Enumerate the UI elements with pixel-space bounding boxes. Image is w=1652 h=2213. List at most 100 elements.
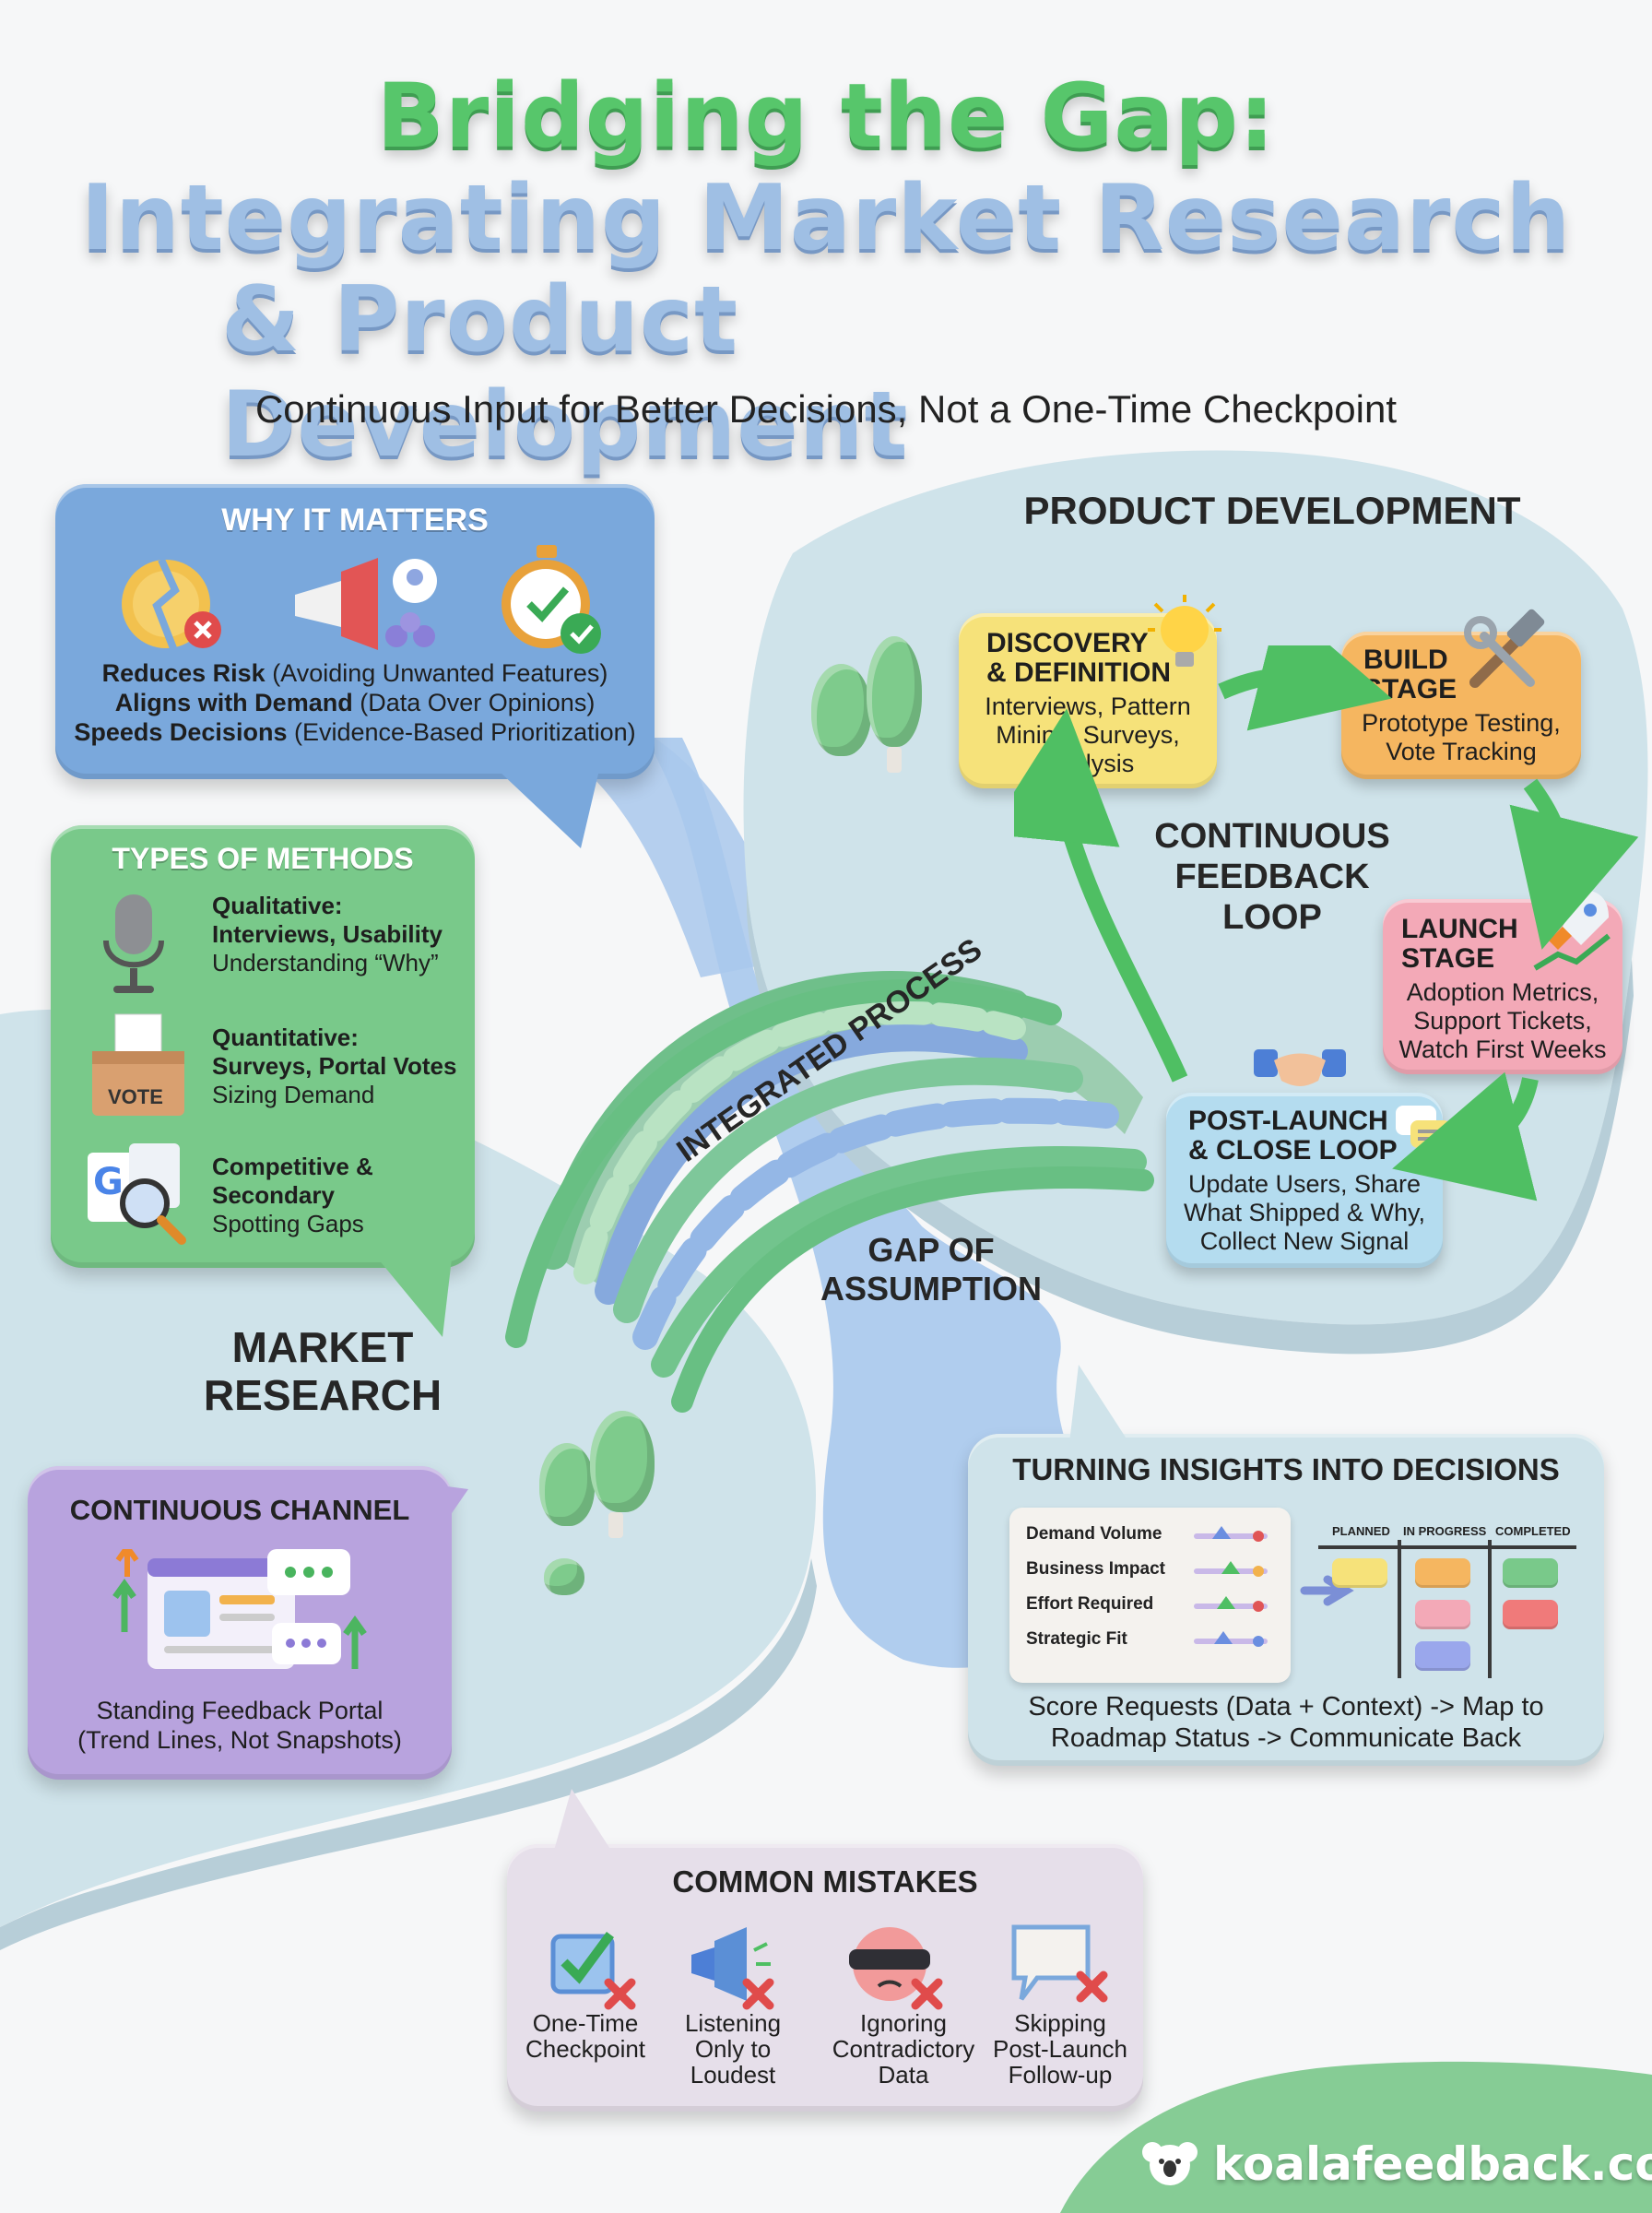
market-research-label: MARKET RESEARCH — [184, 1323, 461, 1419]
mistake-1-l1: One-Time — [532, 2009, 639, 2037]
why-item-1-rest: (Avoiding Unwanted Features) — [265, 659, 608, 687]
title-line-2: Integrating Market Research — [80, 166, 1572, 271]
continuous-channel-panel: CONTINUOUS CHANNEL Standing Feedback Por… — [28, 1466, 452, 1780]
feedback-loop-arrows — [1014, 645, 1639, 1201]
common-mistakes-panel: COMMON MISTAKES One-Time Checkpoint List… — [507, 1844, 1143, 2112]
why-item-3: Speeds Decisions (Evidence-Based Priorit… — [55, 718, 655, 747]
empty-bubble-x-icon — [1011, 1924, 1108, 2003]
insights-line-1: Score Requests (Data + Context) -> Map t… — [1028, 1692, 1544, 1722]
insights-line-2: Roadmap Status -> Communicate Back — [1050, 1723, 1522, 1753]
gap-line-1: GAP OF — [867, 1231, 995, 1269]
mistake-1-label: One-Time Checkpoint — [516, 2010, 655, 2062]
why-item-2-rest: (Data Over Opinions) — [352, 689, 596, 716]
criterion-strategic-fit: Strategic Fit — [1026, 1629, 1127, 1649]
discovery-title-2: & DEFINITION — [986, 657, 1171, 688]
mistakes-speech-tail — [553, 1789, 613, 1853]
mistake-2-l3: Loudest — [690, 2061, 776, 2089]
channel-line-2: (Trend Lines, Not Snapshots) — [77, 1726, 402, 1754]
market-research-line-2: RESEARCH — [203, 1371, 442, 1419]
criterion-demand-volume: Demand Volume — [1026, 1524, 1162, 1544]
launch-body-3: Watch First Weeks — [1398, 1035, 1607, 1063]
insights-heading: TURNING INSIGHTS INTO DECISIONS — [1012, 1452, 1560, 1486]
megaphone-x-icon — [691, 1927, 774, 2010]
search-documents-icon: G — [88, 1143, 186, 1245]
vote-badge: VOTE — [108, 1085, 163, 1108]
kanban-card — [1415, 1558, 1470, 1588]
checkbox-x-icon — [550, 1932, 636, 2010]
criterion-business-impact: Business Impact — [1026, 1559, 1165, 1579]
ballot-box-icon — [92, 1013, 184, 1116]
mistake-4-label: Skipping Post-Launch Follow-up — [986, 2010, 1134, 2088]
arrow-discovery-to-build — [1218, 645, 1392, 731]
method-3-title: Competitive & — [212, 1153, 373, 1180]
why-item-2: Aligns with Demand (Data Over Opinions) — [55, 689, 655, 717]
title-line-1: Bridging the Gap: — [376, 65, 1276, 168]
brand-url[interactable]: koalafeedback.com — [1213, 2137, 1652, 2191]
why-it-matters-heading: WHY IT MATTERS — [221, 503, 489, 538]
integrated-process-bridge — [505, 971, 1154, 1413]
why-item-1: Reduces Risk (Avoiding Unwanted Features… — [55, 659, 655, 688]
mistake-3-l3: Data — [878, 2061, 929, 2089]
mistake-1-l2: Checkpoint — [525, 2035, 646, 2063]
kanban-card — [1503, 1600, 1558, 1629]
insights-speech-tail — [1069, 1365, 1129, 1443]
mistake-3-l1: Ignoring — [860, 2009, 947, 2037]
stopwatch-check-icon — [502, 545, 601, 654]
common-mistakes-heading: COMMON MISTAKES — [672, 1864, 978, 1899]
method-1-title: Qualitative: — [212, 892, 343, 919]
handshake-icon — [1254, 1049, 1346, 1086]
market-research-line-1: MARKET — [231, 1323, 414, 1371]
arrow-postlaunch-to-discovery — [1014, 708, 1188, 1083]
methods-speech-tail — [378, 1259, 452, 1337]
tree-trunk — [887, 747, 902, 773]
kanban-card — [1415, 1600, 1470, 1629]
why-item-1-bold: Reduces Risk — [101, 659, 266, 687]
arrow-launch-to-postlaunch — [1392, 1071, 1539, 1201]
why-speech-tail — [498, 770, 599, 848]
broken-coin-icon — [122, 558, 221, 650]
method-3-line2: Secondary — [212, 1181, 335, 1209]
mistake-3-l2: Contradictory — [832, 2035, 975, 2063]
tree-trunk — [608, 1512, 623, 1538]
title-line-3: & Product Development — [221, 267, 909, 478]
svg-text:G: G — [93, 1161, 124, 1203]
discovery-title-1: DISCOVERY — [986, 628, 1149, 658]
types-of-methods-heading: TYPES OF METHODS — [112, 842, 414, 875]
loop-line-1: CONTINUOUS — [1154, 817, 1390, 856]
tree — [590, 1411, 655, 1512]
kanban-card — [1503, 1558, 1558, 1588]
mistake-4-l1: Skipping — [1014, 2009, 1106, 2037]
postlaunch-body-1: Update Users, Share — [1187, 1170, 1422, 1198]
mistake-4-l2: Post-Launch — [993, 2035, 1127, 2063]
channel-speech-tail — [433, 1485, 468, 1540]
method-1-line3: Understanding “Why” — [212, 949, 439, 976]
kanban-grid — [1318, 1540, 1576, 1678]
bush — [544, 1558, 584, 1595]
mistake-2-label: Listening Only to Loudest — [673, 2010, 793, 2088]
postlaunch-title-1: POST-LAUNCH — [1188, 1106, 1388, 1136]
why-it-matters-panel: WHY IT MATTERS Reduces Risk (Avoiding Un… — [55, 484, 655, 779]
launch-title-2: STAGE — [1401, 943, 1495, 974]
tools-icon — [1464, 609, 1545, 688]
why-item-2-bold: Aligns with Demand — [114, 689, 353, 716]
build-body-2: Vote Tracking — [1386, 738, 1537, 765]
scoring-matrix: Demand Volume Business Impact Effort Req… — [1009, 1508, 1291, 1683]
tree — [867, 636, 922, 747]
insights-panel: TURNING INSIGHTS INTO DECISIONS Demand V… — [968, 1434, 1604, 1766]
method-1-line2: Interviews, Usability — [212, 920, 442, 948]
feedback-portal-icon — [112, 1549, 367, 1669]
why-item-3-bold: Speeds Decisions — [74, 718, 288, 746]
build-body-1: Prototype Testing, — [1362, 709, 1561, 737]
arrow-build-to-launch — [1509, 778, 1639, 950]
mistake-2-l1: Listening — [684, 2009, 782, 2037]
why-item-3-rest: (Evidence-Based Prioritization) — [287, 718, 636, 746]
criterion-effort-required: Effort Required — [1026, 1594, 1154, 1614]
column-in-progress: IN PROGRESS — [1403, 1524, 1487, 1538]
column-planned: PLANNED — [1332, 1524, 1390, 1538]
kanban-card — [1415, 1641, 1470, 1671]
launch-body-2: Support Tickets, — [1413, 1007, 1592, 1035]
method-2-title: Quantitative: — [212, 1024, 359, 1051]
mistake-3-label: Ignoring Contradictory Data — [816, 2010, 991, 2088]
gap-of-assumption-label: GAP OF ASSUMPTION — [793, 1231, 1069, 1308]
mistake-4-l3: Follow-up — [1008, 2061, 1113, 2089]
